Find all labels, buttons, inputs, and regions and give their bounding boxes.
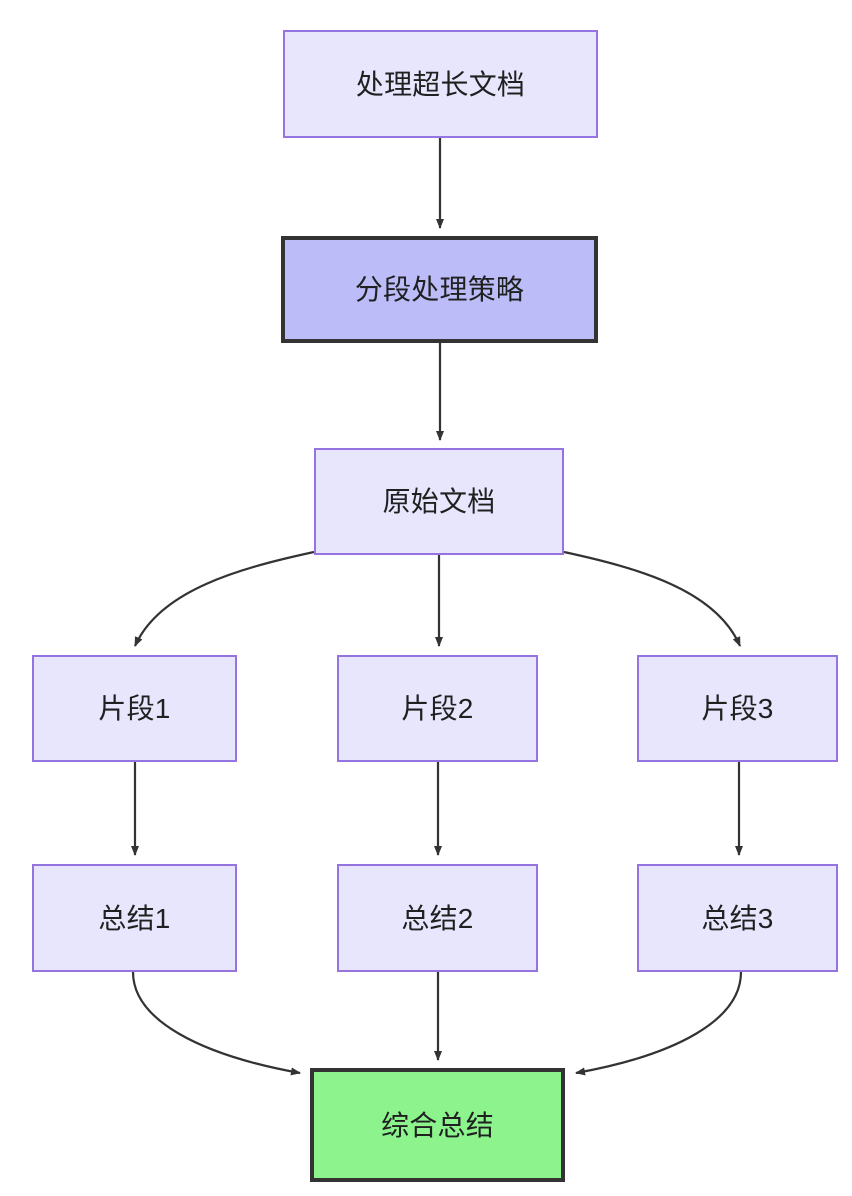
node-comprehensive-summary[interactable]: 综合总结: [310, 1068, 565, 1182]
edge-sum1-to-final: [131, 971, 301, 1076]
edge-source-to-frag3: [563, 550, 742, 647]
node-process-long-document[interactable]: 处理超长文档: [283, 30, 598, 138]
node-fragment-3[interactable]: 片段3: [637, 655, 838, 762]
node-original-document[interactable]: 原始文档: [314, 448, 564, 555]
node-summary-1[interactable]: 总结1: [32, 864, 237, 972]
node-fragment-1[interactable]: 片段1: [32, 655, 237, 762]
node-fragment-2[interactable]: 片段2: [337, 655, 538, 762]
node-summary-3[interactable]: 总结3: [637, 864, 838, 972]
node-chunking-strategy[interactable]: 分段处理策略: [281, 236, 598, 343]
edge-source-to-frag1: [133, 550, 315, 647]
node-summary-2[interactable]: 总结2: [337, 864, 538, 972]
edge-sum3-to-final: [575, 971, 743, 1076]
